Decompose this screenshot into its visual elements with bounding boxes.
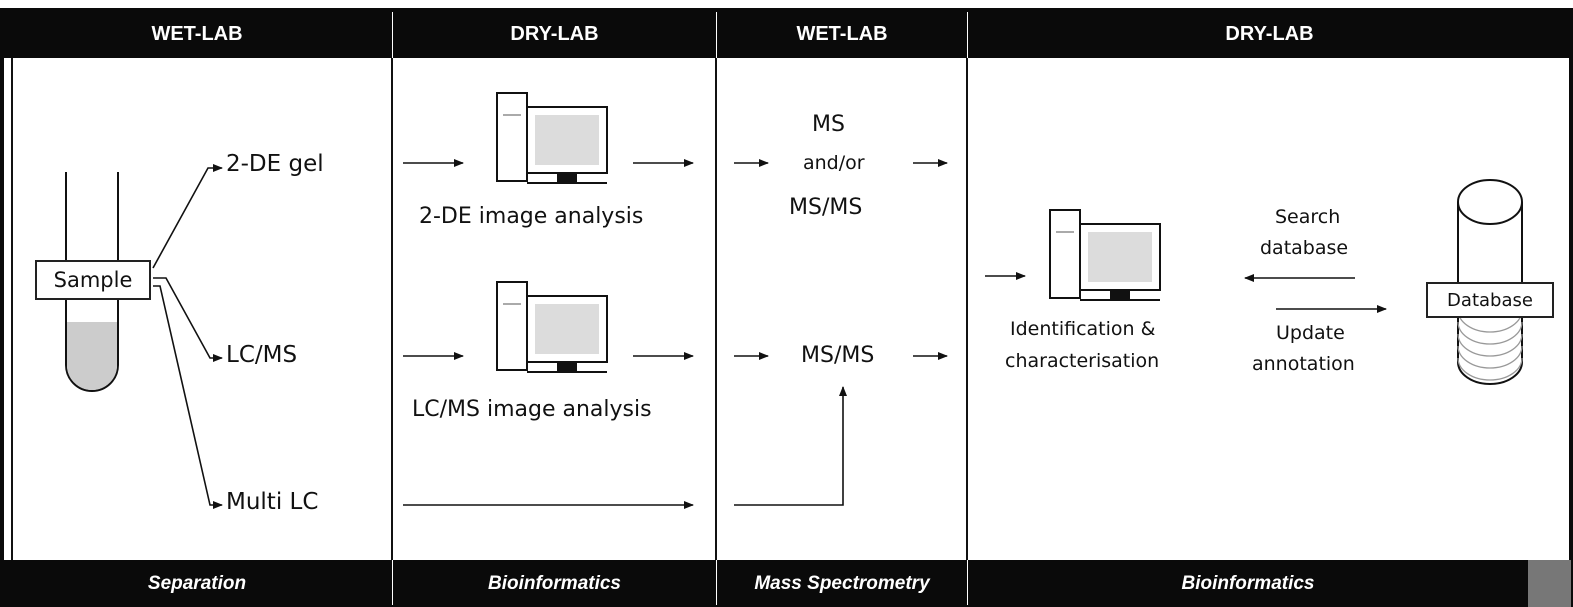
footer-bioinformatics-2: Bioinformatics <box>968 560 1528 607</box>
ms-label: MS <box>812 112 845 137</box>
header-wetlab-2: WET-LAB <box>717 10 967 58</box>
characterisation-label: characterisation <box>1005 350 1160 372</box>
database-text-label: database <box>1260 237 1349 259</box>
database-icon <box>1457 179 1523 385</box>
lcms-label: LC/MS <box>226 342 298 368</box>
gel-label: 2-DE gel <box>226 151 324 177</box>
lcms-analysis-label: LC/MS image analysis <box>412 397 652 422</box>
database-box: Database <box>1426 282 1554 318</box>
test-tube-icon <box>65 172 119 392</box>
footer-mass-spectrometry: Mass Spectrometry <box>717 560 967 607</box>
update-label: Update <box>1276 322 1345 344</box>
sample-branch-arrows <box>152 164 223 509</box>
computer-icon <box>496 281 608 373</box>
identification-label: Identification & <box>1010 318 1156 340</box>
msms-label: MS/MS <box>801 343 875 368</box>
bioinformatics1-arrows <box>403 159 694 509</box>
bioinformatics2-arrows <box>985 272 1387 313</box>
search-label: Search <box>1275 206 1341 228</box>
computer-icon <box>496 92 608 184</box>
mass-spec-arrows <box>734 159 948 506</box>
msms-label-top: MS/MS <box>789 195 863 220</box>
footer-bioinformatics-1: Bioinformatics <box>393 560 716 607</box>
computer-icon <box>1049 209 1161 301</box>
annotation-label: annotation <box>1252 353 1355 375</box>
header-drylab-2: DRY-LAB <box>968 10 1571 58</box>
header-wetlab-1: WET-LAB <box>2 10 392 58</box>
corner-block <box>1528 560 1571 607</box>
gel-analysis-label: 2-DE image analysis <box>419 204 644 229</box>
footer-separation: Separation <box>2 560 392 607</box>
header-drylab-1: DRY-LAB <box>393 10 716 58</box>
and-or-label: and/or <box>803 152 865 174</box>
sample-box: Sample <box>35 260 151 300</box>
multi-lc-label: Multi LC <box>226 489 319 515</box>
